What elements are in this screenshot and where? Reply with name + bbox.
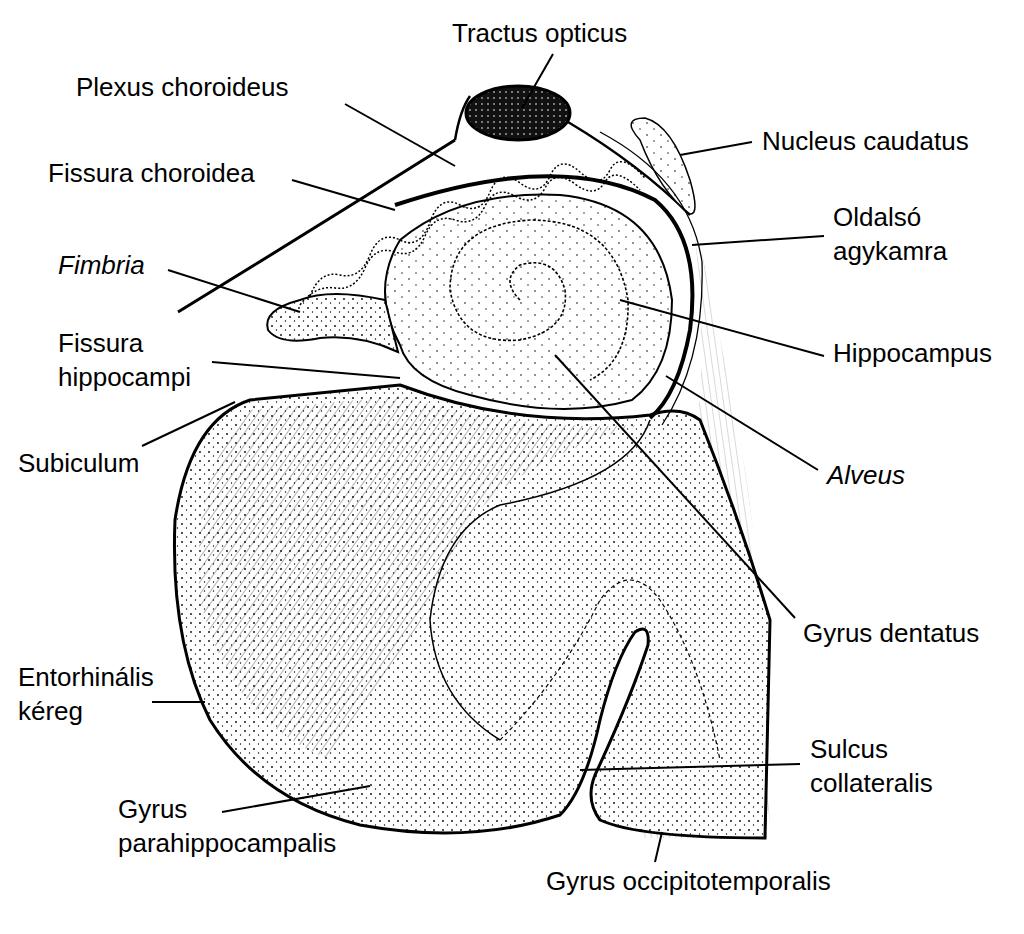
structure-label: Sulcus collateralis <box>810 732 975 801</box>
structure-label: Nucleus caudatus <box>762 124 969 158</box>
structure-label: Plexus choroideus <box>76 70 288 104</box>
optic-tract <box>466 86 570 140</box>
fimbria <box>267 294 398 352</box>
structure-label: Oldalsó agykamra <box>833 200 993 269</box>
structure-label: Alveus <box>827 458 905 492</box>
structure-label: Hippocampus <box>833 336 992 370</box>
structure-label: Fimbria <box>58 248 145 282</box>
choroid-plexus <box>300 162 645 305</box>
structure-label: Gyrus occipitotemporalis <box>546 864 831 898</box>
structure-label: Subiculum <box>18 446 139 480</box>
structure-label: Fissura choroidea <box>48 156 255 190</box>
structure-label: Gyrus dentatus <box>803 616 979 650</box>
structure-label: Tractus opticus <box>452 16 627 50</box>
caudate-nucleus <box>631 118 695 214</box>
structure-label: Entorhinális kéreg <box>18 660 188 729</box>
parahippocampal-lobe <box>174 385 770 838</box>
inner-contours <box>430 420 720 760</box>
structure-label: Gyrus parahippocampalis <box>118 792 363 861</box>
fiber-hatching <box>199 396 640 760</box>
dentate-spiral <box>450 220 628 380</box>
structure-label: Fissura hippocampi <box>58 326 208 395</box>
